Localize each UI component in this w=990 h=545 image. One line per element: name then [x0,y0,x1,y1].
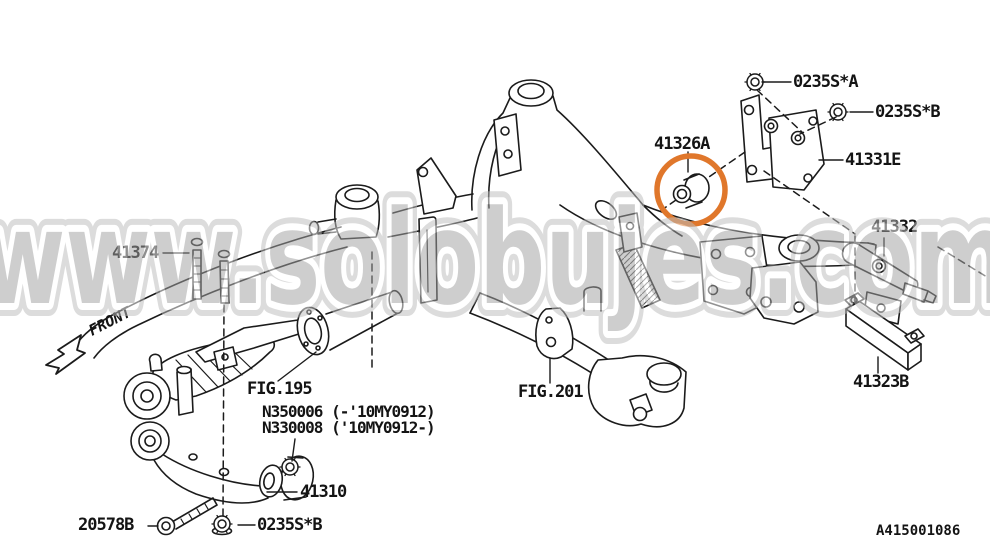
callout-fig201: FIG.201 [518,382,584,402]
callout-0235sb-top: 0235S*B [875,102,941,122]
subframe-crossmember [77,79,877,359]
nut-0235sb-bottom-glyph [211,514,233,536]
callout-41374: 41374 [112,243,159,263]
bushing-41326a [672,173,710,209]
callout-fig195: FIG.195 [247,379,313,399]
bolt-41374-glyph [190,237,231,304]
callout-0235sb-bottom: 0235S*B [257,515,323,535]
callout-41323b: 41323B [853,372,909,392]
drawing-code: A415001086 [876,523,961,539]
callout-41310: 41310 [300,482,347,502]
highlight-circle [654,153,728,227]
bracket-41331e [740,94,825,191]
callout-41326a: 41326A [654,134,710,154]
callout-0235sa: 0235S*A [793,72,859,92]
lateral-link-41310 [130,421,315,504]
differential-fig195 [123,289,404,420]
callout-41331e: 41331E [845,150,901,170]
crossmember-fig201 [469,292,687,428]
bolt-20578b-glyph [156,497,218,536]
nut-0235sb-top-glyph [827,102,849,122]
alignment-dashed-lines [222,89,988,517]
callout-20578b: 20578B [78,515,134,535]
front-label: FRONT [86,303,135,340]
support-bar-41332 [841,242,937,325]
callout-n330008: N330008 ('10MY0912-) [262,418,436,437]
stopper-41323b [844,292,925,371]
callout-41332: 41332 [871,217,918,237]
leader-lines [147,81,885,527]
callout-n350006: N350006 (-'10MY0912) [262,402,436,421]
front-arrow [45,334,86,375]
